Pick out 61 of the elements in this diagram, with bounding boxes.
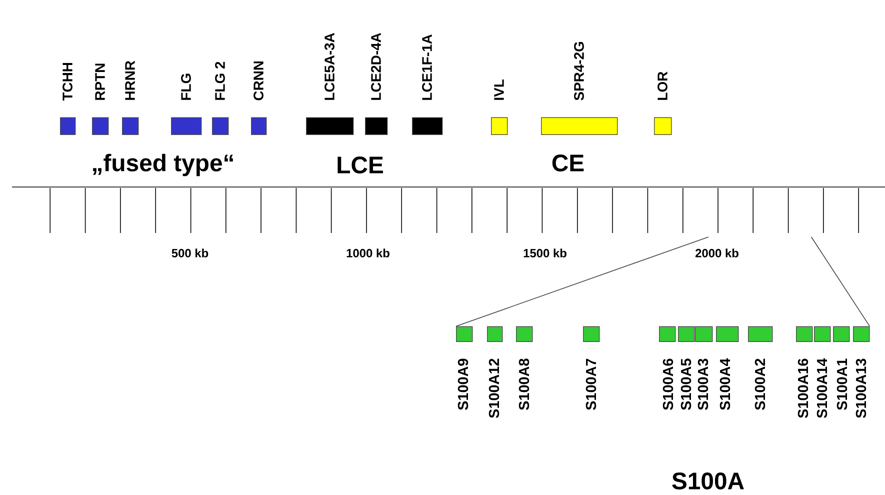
gene-box: TCHH bbox=[60, 62, 76, 135]
node-label: S100A1 bbox=[836, 358, 848, 410]
gene-box: S100A13 bbox=[853, 326, 870, 418]
gene-box: S100A12 bbox=[487, 326, 503, 418]
gene-box: S100A5 bbox=[678, 326, 695, 410]
node-label: S100A6 bbox=[662, 358, 674, 410]
group-label: CE bbox=[552, 154, 584, 172]
node-label: S100A2 bbox=[754, 358, 766, 410]
node-label: S100A4 bbox=[720, 358, 730, 410]
node-label: IVL bbox=[494, 80, 504, 100]
gene-box: LOR bbox=[654, 72, 672, 135]
gene-box: S100A4 bbox=[716, 326, 739, 410]
node-label: CRNN bbox=[254, 61, 264, 100]
node-label: S100A13 bbox=[856, 358, 866, 418]
gene-box: S100A9 bbox=[456, 326, 473, 410]
node-label: S100A12 bbox=[488, 358, 500, 418]
group-label: S100A bbox=[672, 472, 744, 490]
node-label: TCHH bbox=[62, 62, 72, 101]
node-label: LCE5A-3A bbox=[324, 32, 334, 100]
node-label: HRNR bbox=[125, 60, 135, 100]
node-label: FLG bbox=[181, 74, 191, 100]
gene-box: IVL bbox=[491, 80, 508, 135]
node-label: S100A9 bbox=[458, 358, 468, 410]
gene-box: HRNR bbox=[122, 60, 139, 135]
gene-box: FLG bbox=[171, 74, 202, 135]
node-label: LOR bbox=[658, 72, 668, 100]
zoom-line bbox=[456, 236, 709, 327]
node-label: S100A7 bbox=[586, 358, 596, 410]
gene-box: FLG 2 bbox=[212, 62, 229, 135]
node-label: SPR4-2G bbox=[574, 42, 584, 100]
node-label: S100A5 bbox=[680, 358, 692, 410]
node-label: LCE2D-4A bbox=[371, 32, 381, 100]
node-label: FLG 2 bbox=[215, 62, 225, 100]
node-label: S100A16 bbox=[798, 358, 808, 418]
scale-label: 1000 kb bbox=[346, 248, 390, 258]
scale-label: 1500 kb bbox=[524, 248, 566, 258]
scale-label: 500 kb bbox=[172, 248, 208, 258]
gene-box: LCE5A-3A bbox=[306, 32, 354, 135]
gene-box: CRNN bbox=[251, 61, 267, 135]
gene-box: LCE2D-4A bbox=[365, 32, 388, 135]
group-label: LCE bbox=[338, 156, 383, 174]
group-label: „fused type“ bbox=[93, 154, 233, 176]
zoom-line bbox=[810, 236, 870, 327]
gene-box: S100A8 bbox=[516, 326, 533, 410]
node-label: LCE1F-1A bbox=[422, 34, 432, 100]
gene-box: S100A16 bbox=[796, 326, 813, 418]
node-label: S100A3 bbox=[698, 358, 708, 410]
gene-box: S100A7 bbox=[583, 326, 600, 410]
gene-box: S100A1 bbox=[833, 326, 850, 410]
gene-box: SPR4-2G bbox=[541, 42, 618, 135]
gene-box: LCE1F-1A bbox=[412, 34, 443, 135]
axis-drawing bbox=[12, 186, 885, 234]
gene-box: S100A6 bbox=[659, 326, 676, 410]
gene-box: RPTN bbox=[92, 64, 109, 135]
node-label: RPTN bbox=[95, 64, 105, 100]
node-label: S100A8 bbox=[518, 358, 530, 410]
gene-box: S100A3 bbox=[695, 326, 713, 410]
node-label: S100A14 bbox=[816, 358, 828, 418]
gene-box: S100A14 bbox=[814, 326, 831, 418]
gene-box: S100A2 bbox=[748, 326, 773, 410]
scale-label: 2000 kb bbox=[696, 248, 738, 258]
